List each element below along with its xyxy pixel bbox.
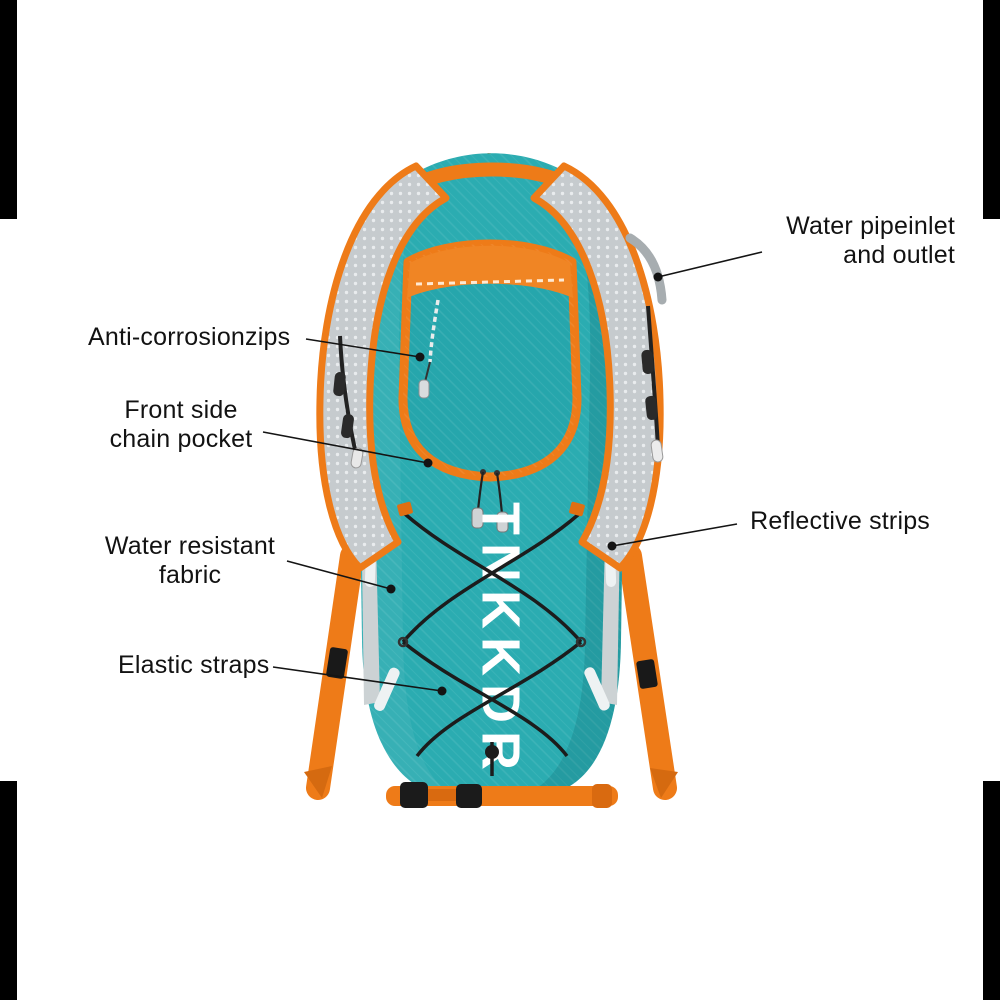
hydration-tube [625, 233, 667, 305]
elastic-cords [401, 512, 583, 776]
connector-elastic-straps [272, 666, 443, 692]
connector-dot-elastic-straps [437, 686, 447, 696]
bungee-hook-right [575, 636, 587, 648]
reflective-tab-left [374, 667, 400, 711]
right-webbing-tip [650, 768, 678, 798]
bottom-buckle-center [456, 784, 482, 808]
connector-dot-reflective-strips [607, 541, 617, 551]
bungee-anchor-left [397, 501, 413, 517]
edge-bar-top-right [983, 0, 1000, 219]
front-zipper-cord [424, 361, 431, 383]
edge-bar-bottom-left [0, 781, 17, 1000]
top-zip-band [407, 245, 573, 298]
annotation-connectors [262, 251, 763, 696]
backpack-illustration: TNKKDR [304, 153, 678, 808]
bungee-anchor-right [569, 501, 585, 517]
left-cord-toggle-2 [341, 414, 354, 439]
chain-zip-cord-right [495, 472, 504, 515]
bottom-buckle-left [400, 782, 428, 808]
bag-body-shade-right [524, 172, 626, 795]
connector-reflective-strips [611, 523, 738, 547]
right-shoulder-strap [530, 162, 664, 572]
front-pocket-texture [403, 244, 577, 477]
right-cord-toggle-1 [641, 349, 654, 374]
brand-text: TNKKDR [471, 502, 531, 778]
connector-dot-water-resistant [386, 584, 396, 594]
connector-chain-pocket [262, 431, 429, 464]
left-cord-toggle-1 [333, 372, 346, 397]
bottom-loop-right [592, 784, 612, 808]
chain-zip-pull-right [496, 511, 509, 533]
left-webbing-tip [304, 766, 332, 798]
connector-water-pipe [657, 251, 763, 278]
right-strap-adjuster [636, 659, 658, 689]
connector-water-resistant [286, 560, 392, 590]
left-strap-adjuster [326, 647, 348, 679]
bungee-toggle [485, 745, 499, 759]
left-cord [338, 335, 359, 459]
bungee-hook-left [397, 636, 409, 648]
chain-zip-pull-left [471, 507, 484, 529]
front-zipper-pull [418, 379, 430, 399]
connector-dot-anti-corrosion [415, 352, 425, 362]
edge-bar-top-left [0, 0, 17, 219]
connector-dot-chain-pocket [423, 458, 433, 468]
bag-body-highlight-left [357, 172, 452, 795]
top-zipper-track [415, 278, 565, 286]
right-cord-toggle-2 [645, 395, 658, 420]
left-cord-tip [350, 447, 364, 469]
connector-dot-water-pipe [653, 272, 663, 282]
left-shoulder-strap [316, 162, 450, 572]
right-cord [646, 305, 660, 449]
reflective-tab-right [584, 667, 610, 711]
connector-anti-corrosion [305, 338, 421, 358]
right-cord-tip [650, 439, 664, 463]
edge-bar-bottom-right [983, 781, 1000, 1000]
